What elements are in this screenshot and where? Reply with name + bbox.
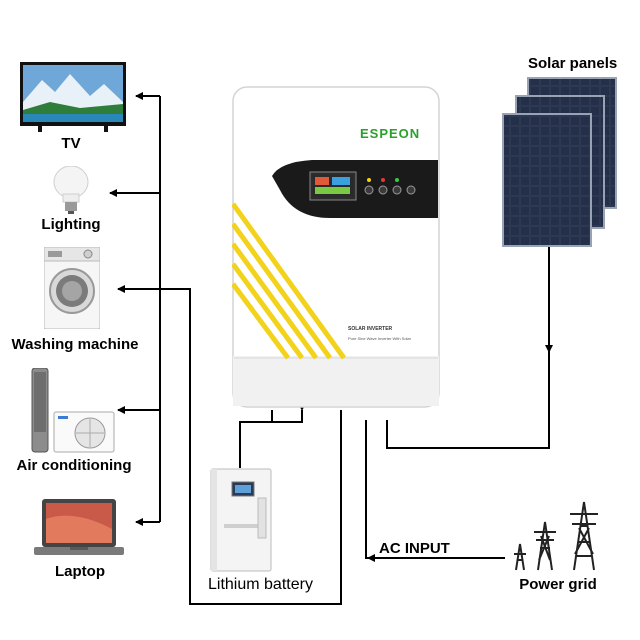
tv-icon [20,62,126,132]
light-bulb-icon [53,166,89,214]
air-conditioner-icon [31,368,115,453]
load-label-air-conditioning: Air conditioning [16,457,132,474]
battery-label: Lithium battery [208,576,313,593]
ac-input-label: AC INPUT [379,540,450,557]
solar-panels-icon [502,77,617,247]
solar-inverter: ESPEON SOLAR INVERTER Pure Sine Wave Inv… [232,86,440,408]
ac-output-wire [117,285,342,605]
laptop-icon [34,499,124,555]
washing-machine-icon [44,247,100,329]
lithium-battery-icon [210,468,272,572]
grid-input-wire [365,420,505,562]
load-label-lighting: Lighting [41,216,101,233]
solar-wire [386,246,553,449]
inverter-subtitle: Pure Sine Wave Inverter With Solar [348,336,411,341]
battery-wire [239,403,306,468]
load-label-washing-machine: Washing machine [11,336,139,353]
inverter-body [232,86,440,408]
load-bus-wire [109,92,161,526]
power-grid-icon [514,501,598,571]
power-grid-label: Power grid [519,576,597,593]
load-label-tv: TV [61,135,81,152]
solar-panels-label: Solar panels [528,55,618,72]
inverter-brand-label: ESPEON [360,126,421,141]
load-label-laptop: Laptop [55,563,105,580]
inverter-product-label: SOLAR INVERTER [348,326,393,332]
